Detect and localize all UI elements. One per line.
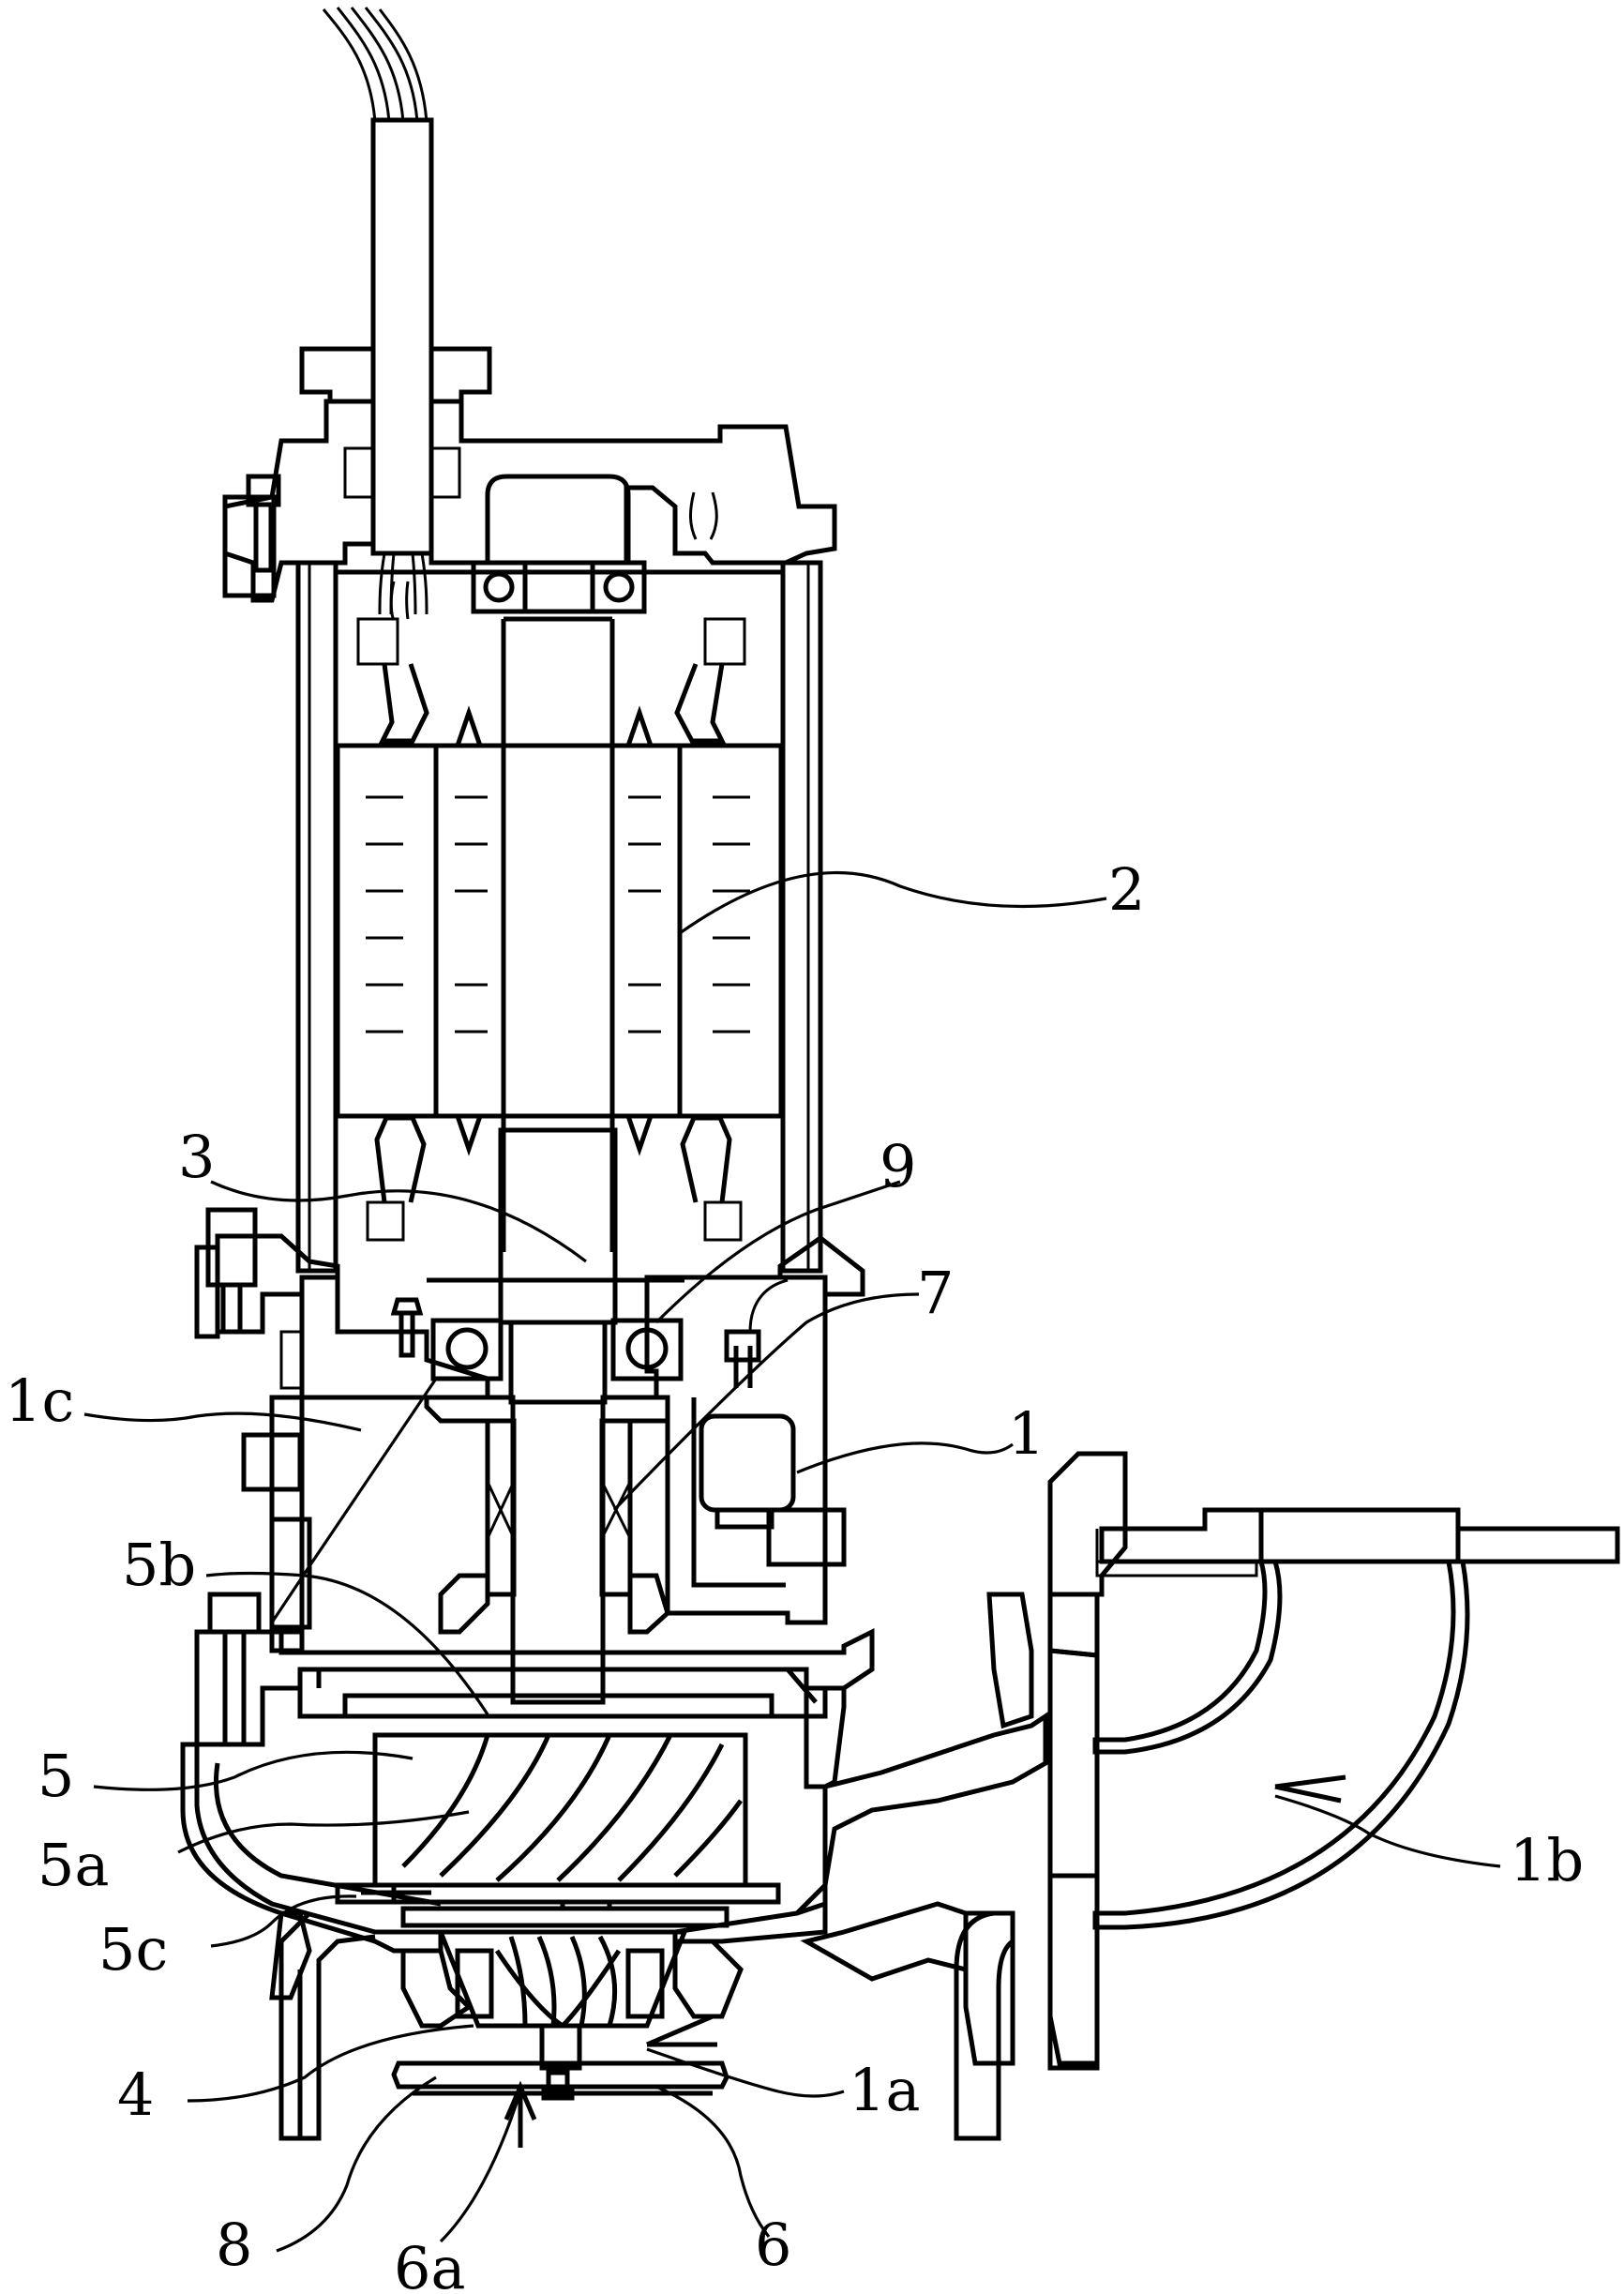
support-legs (278, 1910, 1015, 2141)
stator-windings (356, 581, 746, 1242)
label-3: 3 (178, 1123, 215, 1191)
label-1b: 1b (1510, 1826, 1584, 1894)
flow-arrows (504, 1774, 1346, 2148)
label-5a: 5a (38, 1831, 109, 1899)
label-1a: 1a (849, 2056, 920, 2124)
label-5: 5 (38, 1742, 74, 1810)
label-4: 4 (117, 2060, 154, 2129)
mechanical-seal (424, 1395, 670, 1635)
label-6a: 6a (394, 2234, 465, 2294)
label-9: 9 (880, 1132, 916, 1200)
inducer (437, 1929, 688, 2071)
label-1c: 1c (5, 1366, 74, 1435)
label-5b: 5b (122, 1531, 196, 1599)
motor-housing (295, 560, 823, 1274)
lower-bearing (427, 1277, 684, 1381)
pump-shaft (498, 1127, 618, 1705)
part-labels: 2 3 9 7 1 1c 5b 5 5a 5c 4 1a 1b 8 6a 6 (5, 855, 1584, 2294)
label-6: 6 (755, 2211, 791, 2279)
power-cable (322, 7, 434, 615)
label-1: 1 (1008, 1399, 1045, 1468)
motor-top-cover (222, 399, 837, 603)
top-bearing (471, 560, 647, 614)
leader-lines (83, 871, 1501, 2253)
impeller (335, 1693, 781, 1928)
outlet-flange (1099, 1507, 1620, 1564)
label-7: 7 (917, 1259, 954, 1327)
label-2: 2 (1108, 855, 1145, 924)
label-8: 8 (216, 2211, 252, 2279)
cutter-plate (391, 2060, 729, 2101)
label-5c: 5c (98, 1915, 168, 1984)
outlet-pipe (986, 1451, 1470, 2071)
bearing-housing (241, 1275, 847, 1653)
